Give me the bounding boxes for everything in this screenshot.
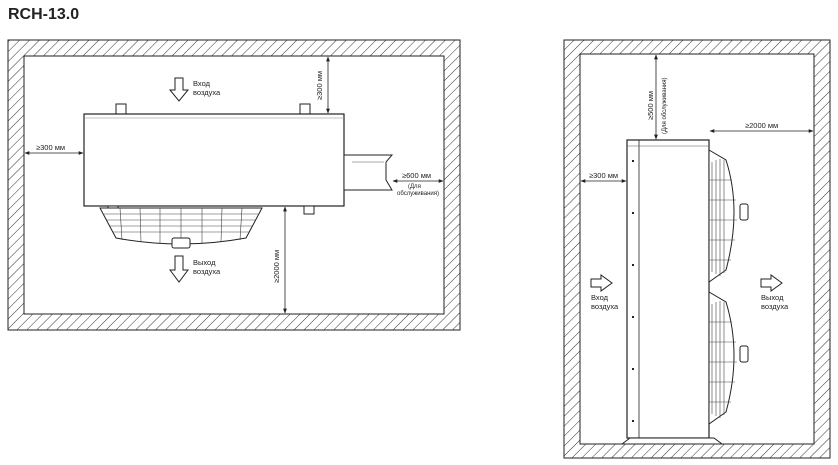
right-air-in-label-1: Вход	[591, 293, 609, 302]
right-dim-top-note: (Для обслуживания)	[662, 78, 668, 135]
left-dim-right-note-2: обслуживания)	[397, 191, 439, 197]
right-dim-top-label: ≥500 мм	[646, 91, 655, 120]
left-air-out-label-1: Выход	[193, 258, 216, 267]
right-air-out-label-1: Выход	[761, 293, 784, 302]
left-air-in-arrow	[168, 77, 190, 102]
right-air-out-label-2: воздуха	[761, 302, 789, 311]
right-dim-right-label: ≥2000 мм	[745, 121, 778, 130]
left-air-in-label-2: воздуха	[193, 88, 221, 97]
left-dim-right-label: ≥600 мм	[402, 171, 431, 180]
left-dim-bottom-label: ≥2000 мм	[272, 250, 281, 283]
diagram-title: RCH-13.0	[8, 6, 80, 23]
left-dim-top-label: ≥300 мм	[315, 71, 324, 100]
right-air-in-label-2: воздуха	[591, 302, 619, 311]
left-air-out-arrow	[169, 255, 189, 283]
left-dim-right-note-1: (Для	[408, 184, 421, 190]
right-unit	[620, 139, 749, 445]
left-room	[7, 39, 461, 331]
left-dim-left-label: ≥300 мм	[36, 143, 65, 152]
left-unit	[83, 103, 394, 249]
right-room	[563, 39, 831, 459]
right-air-in-arrow	[590, 274, 613, 292]
left-air-out-label-2: воздуха	[193, 267, 221, 276]
left-air-in-label-1: Вход	[193, 79, 211, 88]
right-dim-left-label: ≥300 мм	[589, 171, 618, 180]
right-air-out-arrow	[760, 274, 783, 292]
